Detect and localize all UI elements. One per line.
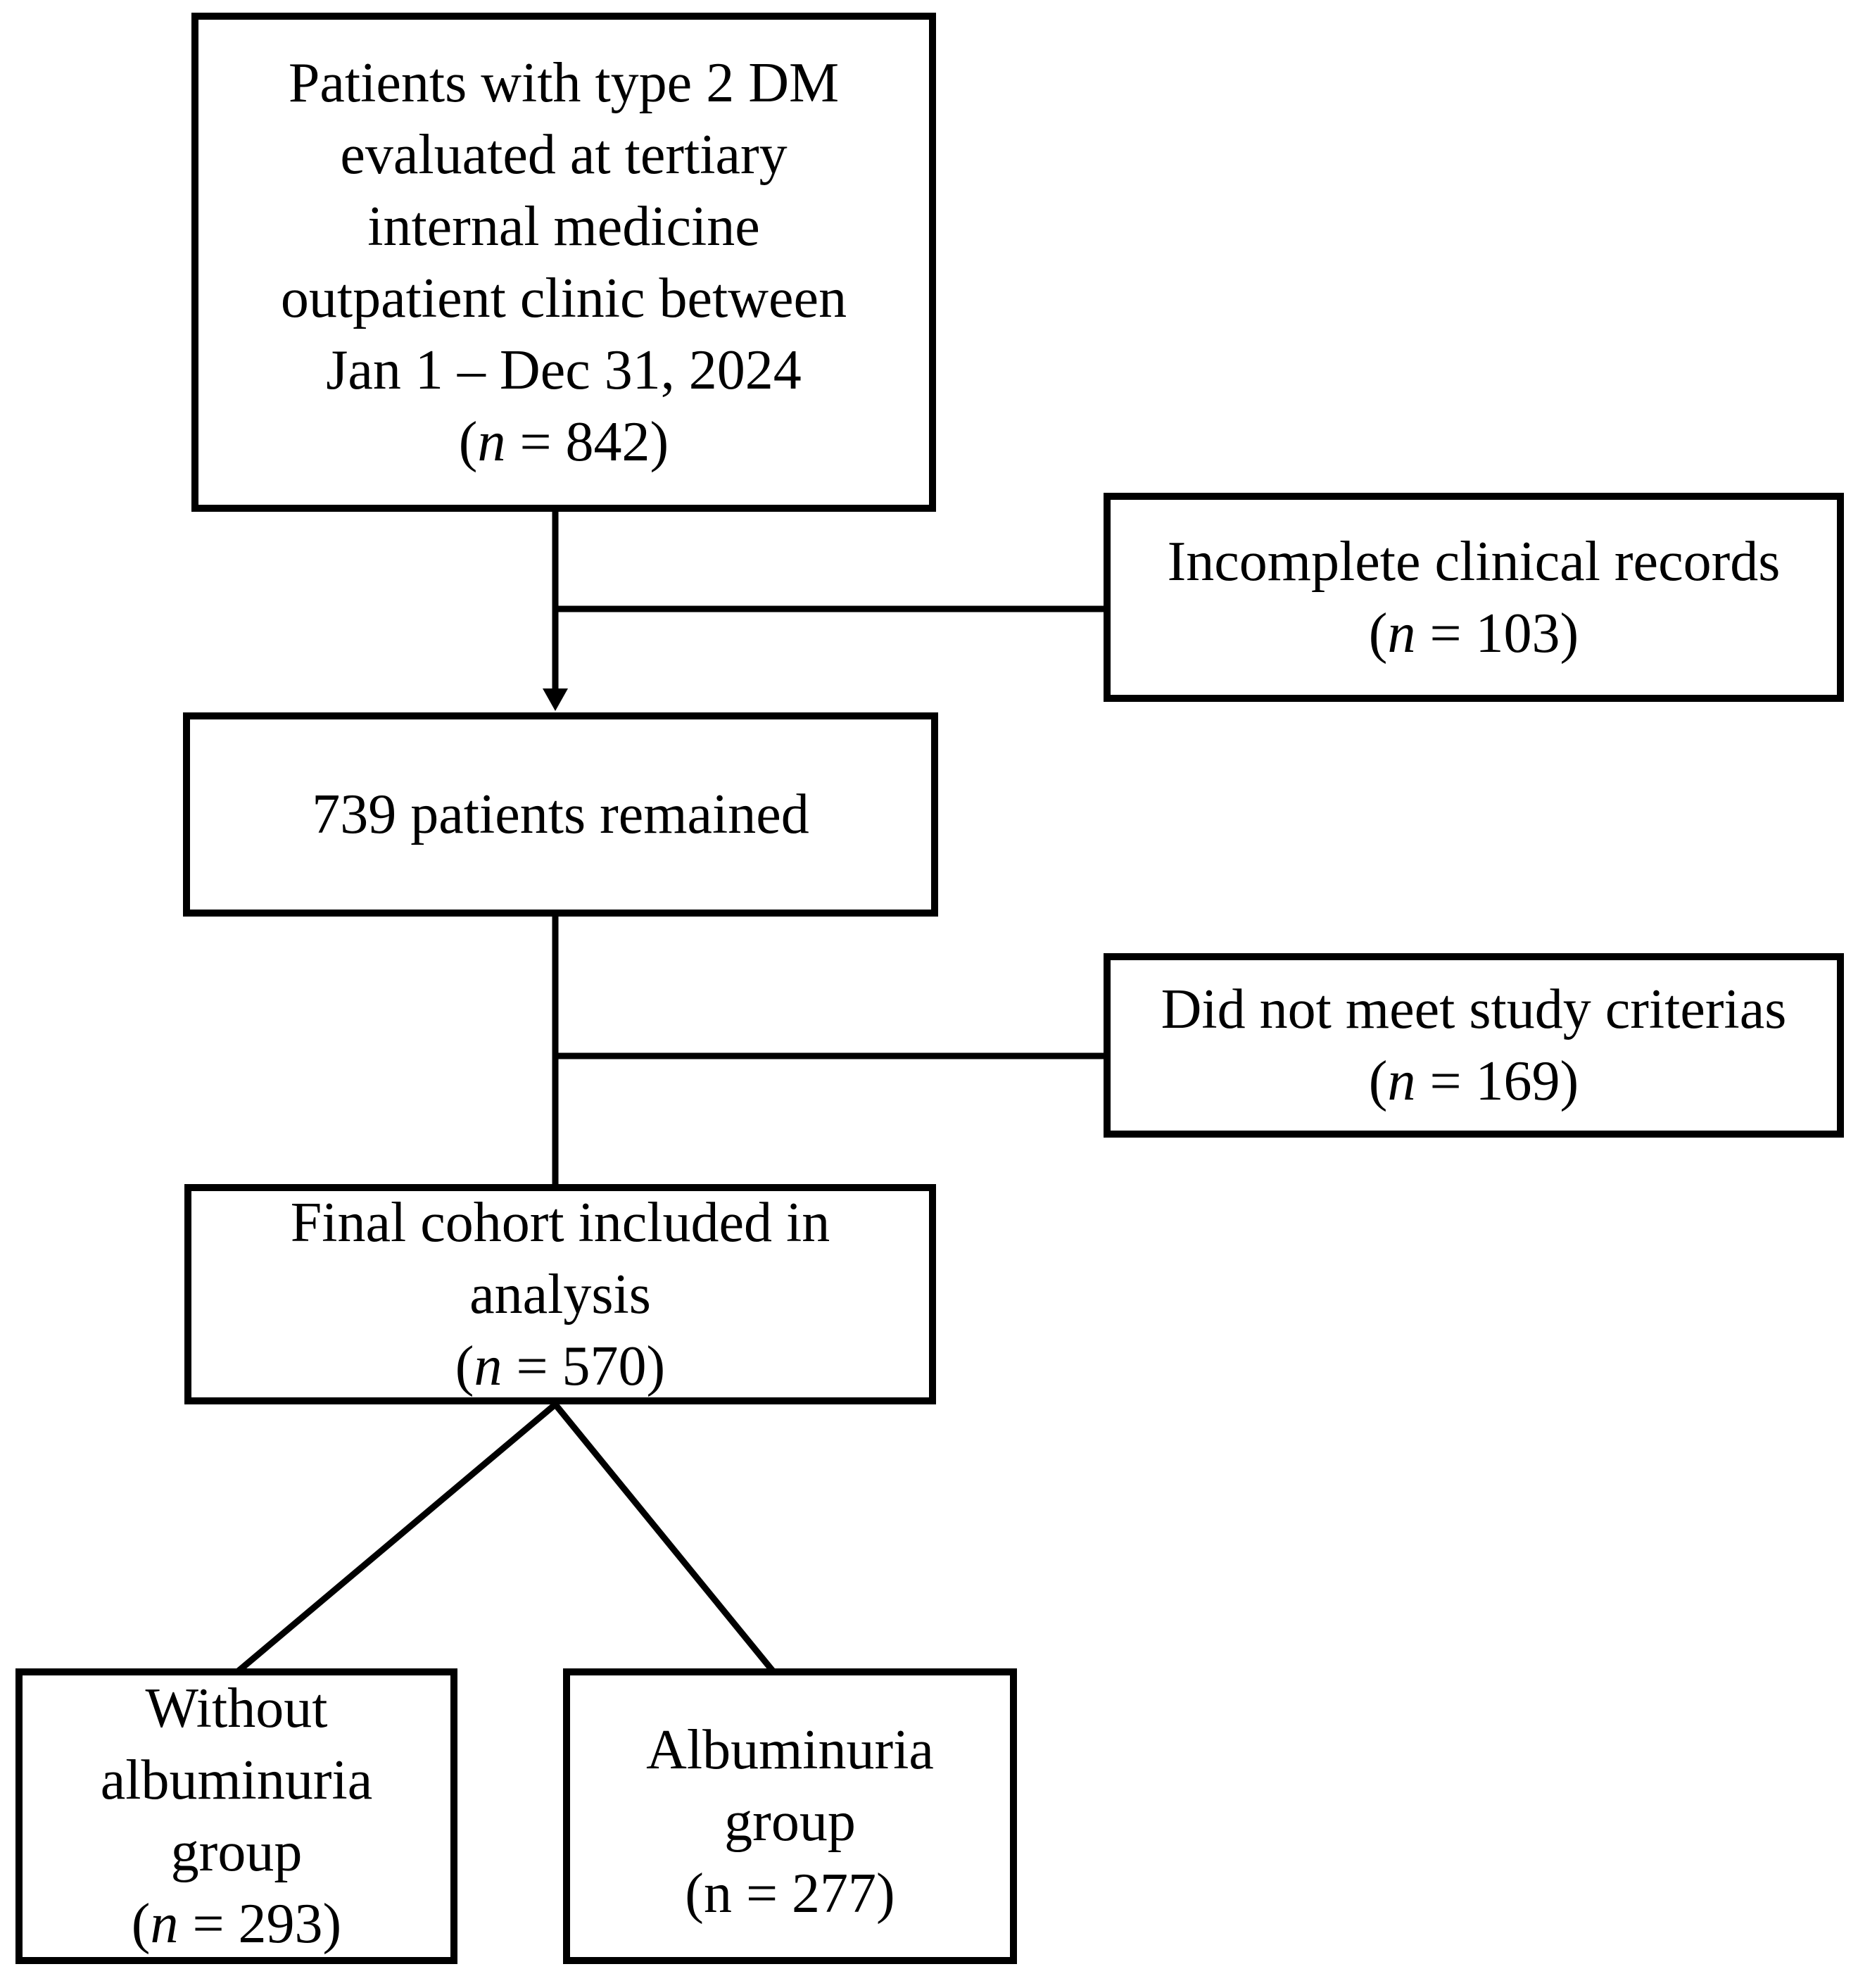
n-symbol: n [1387, 1050, 1416, 1112]
box-text-line: Final cohort included in [290, 1191, 830, 1254]
box-excluded-study-criteria: Did not meet study criterias (n = 169) [1104, 953, 1844, 1138]
count-value: = 293) [178, 1893, 342, 1955]
count-line: (n = 842) [459, 406, 669, 478]
n-symbol: n [150, 1893, 179, 1955]
box-text-line: albuminuria [100, 1749, 373, 1811]
box-text-line: Jan 1 – Dec 31, 2024 [326, 339, 802, 401]
box-text-line: Albuminuria [646, 1719, 934, 1781]
n-symbol: n [477, 410, 506, 473]
box-text-line: Without [145, 1678, 328, 1740]
count-line: (n = 293) [132, 1888, 341, 1960]
paren-open: ( [685, 1863, 704, 1925]
connector-final-to-without-albuminuria [234, 1402, 557, 1675]
box-text-line: group [724, 1791, 856, 1853]
box-text-line: Did not meet study criterias [1161, 979, 1787, 1040]
box-text-line: analysis [469, 1263, 651, 1326]
paren-open: ( [1368, 1050, 1388, 1112]
count-value: = 842) [505, 410, 669, 473]
count-value: = 277) [731, 1863, 895, 1925]
paren-open: ( [455, 1335, 474, 1397]
box-without-albuminuria-group: Without albuminuria group (n = 293) [15, 1668, 457, 1964]
paren-open: ( [458, 410, 478, 473]
box-source-population: Patients with type 2 DM evaluated at ter… [191, 13, 936, 512]
count-line: (n = 103) [1369, 598, 1579, 669]
count-line: (n = 570) [455, 1330, 665, 1402]
paren-open: ( [1368, 602, 1388, 665]
box-text-line: outpatient clinic between [280, 267, 847, 329]
count-value: = 103) [1415, 602, 1579, 665]
count-value: = 570) [502, 1335, 666, 1397]
box-albuminuria-group: Albuminuria group (n = 277) [563, 1668, 1017, 1964]
box-final-cohort: Final cohort included in analysis (n = 5… [184, 1184, 936, 1404]
box-text-line: Patients with type 2 DM [288, 51, 840, 114]
box-patients-remained: 739 patients remained [183, 712, 938, 917]
box-text-line: 739 patients remained [312, 784, 809, 845]
box-text-line: internal medicine [367, 195, 760, 258]
count-line: (n = 277) [685, 1858, 895, 1930]
n-symbol: n [1387, 602, 1416, 665]
paren-open: ( [131, 1893, 151, 1955]
n-symbol: n [474, 1335, 503, 1397]
arrowhead-down-icon [543, 688, 568, 711]
n-symbol: n [703, 1863, 732, 1925]
connector-final-to-albuminuria [552, 1402, 777, 1675]
count-line: (n = 169) [1369, 1045, 1579, 1117]
box-text-line: evaluated at tertiary [340, 123, 788, 186]
box-excluded-incomplete-records: Incomplete clinical records (n = 103) [1104, 493, 1844, 702]
box-text-line: group [170, 1821, 303, 1883]
count-value: = 169) [1415, 1050, 1579, 1112]
box-text-line: Incomplete clinical records [1167, 530, 1781, 593]
